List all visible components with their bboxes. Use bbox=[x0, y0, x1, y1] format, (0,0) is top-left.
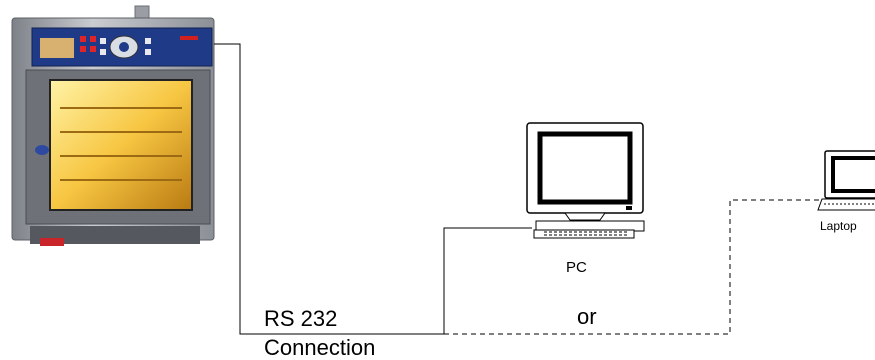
laptop-icon bbox=[818, 151, 875, 210]
pc-label: PC bbox=[566, 260, 587, 275]
rs232-cable bbox=[214, 44, 532, 334]
laptop-dashed-link bbox=[444, 200, 822, 334]
brand-logo bbox=[40, 38, 74, 58]
oven-window bbox=[50, 80, 192, 210]
combi-oven-image bbox=[12, 6, 214, 246]
rs232-label: RS 232 bbox=[264, 308, 337, 330]
connection-label: Connection bbox=[264, 337, 375, 359]
door-handle bbox=[35, 145, 49, 155]
or-label: or bbox=[577, 306, 597, 328]
laptop-label: Laptop bbox=[820, 220, 857, 232]
pc-icon bbox=[527, 123, 644, 238]
